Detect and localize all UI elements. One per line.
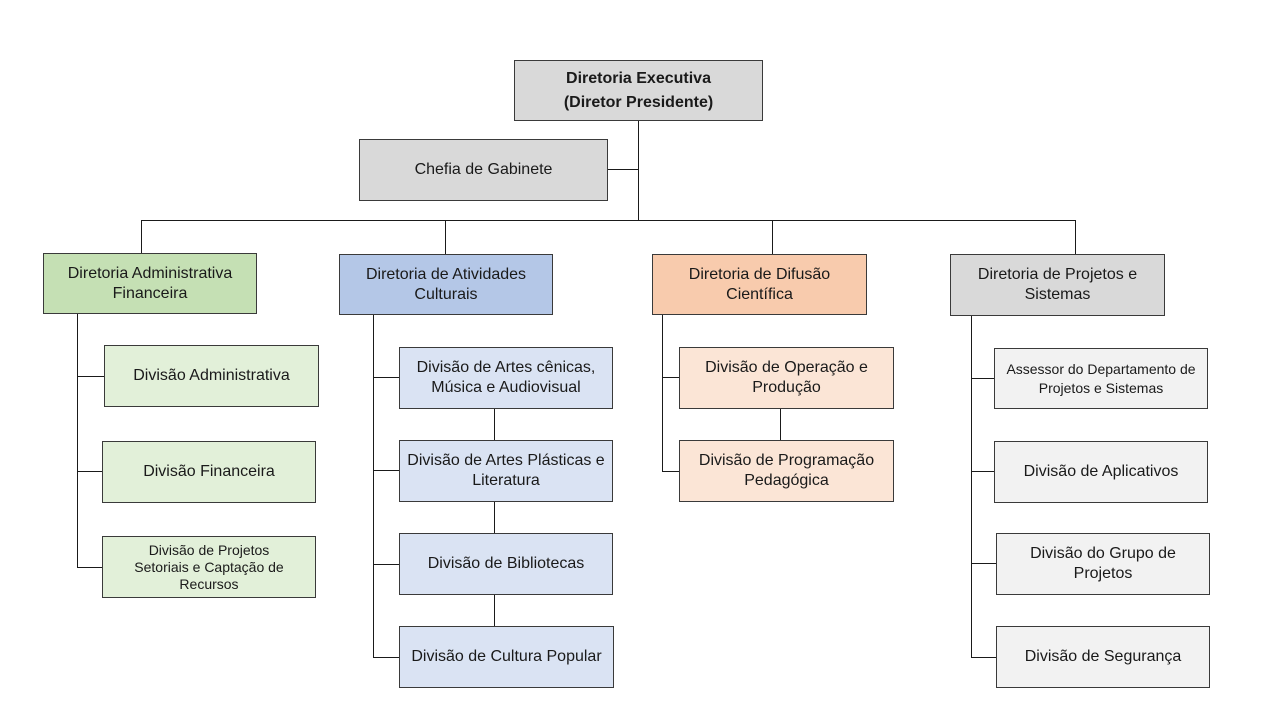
node-label: Divisão do Grupo de Projetos bbox=[1030, 545, 1176, 582]
node-assessor-departamento: Assessor do Departamento de Projetos e S… bbox=[994, 348, 1208, 409]
node-label: Divisão de Artes cênicas, Música e Audio… bbox=[416, 359, 596, 396]
connector-line bbox=[1075, 220, 1076, 254]
connector-line bbox=[373, 470, 399, 471]
connector-line bbox=[373, 657, 399, 658]
connector-line bbox=[662, 314, 663, 471]
connector-line bbox=[971, 315, 972, 658]
node-label: Divisão de Aplicativos bbox=[1023, 463, 1179, 480]
connector-line bbox=[373, 377, 399, 378]
node-diretoria-projetos-sistemas: Diretoria de Projetos e Sistemas bbox=[950, 254, 1165, 316]
node-diretoria-difusao-cientifica: Diretoria de Difusão Científica bbox=[652, 254, 867, 315]
node-label: Diretoria de Difusão Científica bbox=[688, 265, 831, 303]
node-divisao-administrativa: Divisão Administrativa bbox=[104, 345, 319, 407]
connector-line bbox=[77, 376, 104, 377]
connector-line bbox=[141, 220, 1076, 221]
node-label: Divisão de Programação Pedagógica bbox=[698, 452, 875, 489]
connector-line bbox=[141, 220, 142, 253]
connector-line bbox=[494, 594, 495, 627]
connector-line bbox=[445, 220, 446, 254]
node-label: Diretoria de Atividades Culturais bbox=[365, 265, 527, 303]
connector-line bbox=[77, 471, 102, 472]
node-divisao-seguranca: Divisão de Segurança bbox=[996, 626, 1210, 688]
node-divisao-operacao-producao: Divisão de Operação e Produção bbox=[679, 347, 894, 409]
node-divisao-aplicativos: Divisão de Aplicativos bbox=[994, 441, 1208, 503]
connector-line bbox=[971, 563, 996, 564]
connector-line bbox=[662, 471, 679, 472]
node-divisao-programacao-pedagogica: Divisão de Programação Pedagógica bbox=[679, 440, 894, 502]
connector-line bbox=[662, 377, 679, 378]
node-label: Divisão de Projetos Setoriais e Captação… bbox=[134, 541, 284, 592]
connector-line bbox=[607, 169, 638, 170]
connector-line bbox=[77, 567, 102, 568]
node-divisao-artes-plasticas: Divisão de Artes Plásticas e Literatura bbox=[399, 440, 613, 502]
connector-line bbox=[638, 120, 639, 220]
node-diretoria-atividades-culturais: Diretoria de Atividades Culturais bbox=[339, 254, 553, 315]
node-divisao-artes-cenicas: Divisão de Artes cênicas, Música e Audio… bbox=[399, 347, 613, 409]
node-divisao-grupo-projetos: Divisão do Grupo de Projetos bbox=[996, 533, 1210, 595]
node-label: Divisão Administrativa bbox=[133, 367, 290, 384]
node-label: Diretoria de Projetos e Sistemas bbox=[977, 266, 1138, 303]
node-divisao-projetos-setoriais: Divisão de Projetos Setoriais e Captação… bbox=[102, 536, 316, 598]
node-divisao-financeira: Divisão Financeira bbox=[102, 441, 316, 503]
node-diretoria-executiva: Diretoria Executiva (Diretor Presidente) bbox=[514, 60, 763, 121]
node-chefia-de-gabinete: Chefia de Gabinete bbox=[359, 139, 608, 201]
node-label: Divisão de Cultura Popular bbox=[411, 648, 602, 665]
connector-line bbox=[494, 501, 495, 534]
node-divisao-bibliotecas: Divisão de Bibliotecas bbox=[399, 533, 613, 595]
connector-line bbox=[373, 564, 399, 565]
node-diretoria-administrativa: Diretoria Administrativa Financeira bbox=[43, 253, 257, 314]
node-label: Divisão de Bibliotecas bbox=[427, 555, 585, 572]
node-label: Divisão de Artes Plásticas e Literatura bbox=[407, 452, 605, 489]
connector-line bbox=[373, 314, 374, 657]
connector-line bbox=[77, 313, 78, 567]
connector-line bbox=[971, 471, 994, 472]
connector-line bbox=[772, 220, 773, 254]
node-label: Diretoria Executiva bbox=[566, 69, 711, 87]
node-label: Assessor do Departamento de Projetos e S… bbox=[1006, 360, 1196, 396]
connector-line bbox=[780, 408, 781, 441]
node-label: Divisão Financeira bbox=[143, 463, 275, 480]
node-divisao-cultura-popular: Divisão de Cultura Popular bbox=[399, 626, 614, 688]
node-label: (Diretor Presidente) bbox=[563, 93, 714, 111]
connector-line bbox=[971, 378, 994, 379]
node-label: Chefia de Gabinete bbox=[414, 161, 553, 178]
connector-line bbox=[971, 657, 996, 658]
node-label: Diretoria Administrativa Financeira bbox=[67, 264, 233, 302]
connector-line bbox=[494, 408, 495, 441]
node-label: Divisão de Segurança bbox=[1024, 648, 1182, 665]
node-label: Divisão de Operação e Produção bbox=[705, 359, 868, 396]
